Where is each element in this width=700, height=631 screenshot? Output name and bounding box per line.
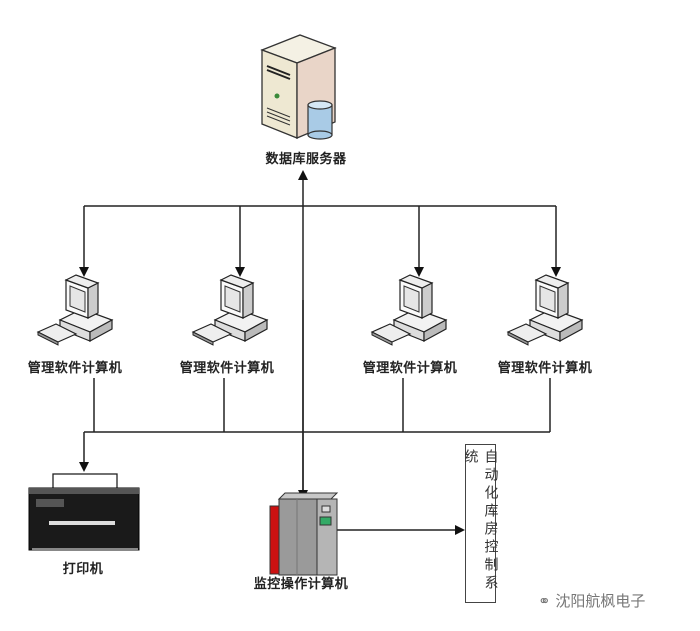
- management-pc-icon: [507, 274, 583, 346]
- printer-icon: [28, 473, 140, 551]
- printer-label: 打印机: [62, 562, 104, 577]
- management-pc-icon: [37, 274, 113, 346]
- server-label: 数据库服务器: [265, 152, 347, 167]
- management-pc-label: 管理软件计算机: [362, 361, 458, 376]
- management-pc-icon: [192, 274, 268, 346]
- control-system-box: 自动化库房控制系统: [463, 444, 499, 603]
- management-pc-label: 管理软件计算机: [27, 361, 123, 376]
- management-pc-label: 管理软件计算机: [497, 361, 593, 376]
- watermark-text: 沈阳航枫电子: [555, 592, 646, 610]
- wechat-icon: ⚭: [538, 592, 551, 610]
- connector-lines: [79, 170, 561, 535]
- monitor-pc-label: 监控操作计算机: [253, 577, 349, 592]
- management-pc-label: 管理软件计算机: [179, 361, 275, 376]
- monitor-computer-icon: [269, 492, 339, 576]
- watermark: ⚭ 沈阳航枫电子: [538, 590, 645, 611]
- management-pc-icon: [371, 274, 447, 346]
- database-server-icon: [260, 34, 337, 140]
